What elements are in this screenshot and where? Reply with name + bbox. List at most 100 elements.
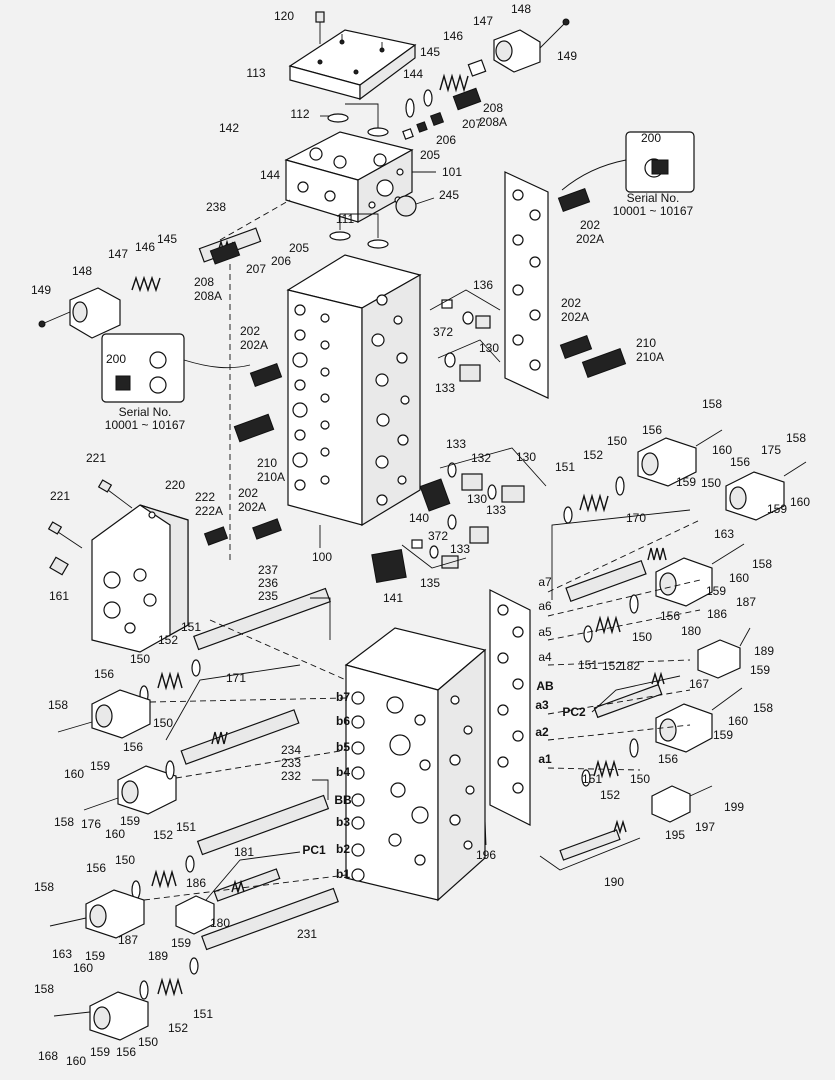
part-label-207b: 207 bbox=[246, 262, 266, 276]
part-label-152e: 152 bbox=[153, 828, 173, 842]
part-label-160f: 160 bbox=[105, 827, 125, 841]
part-label-149a: 149 bbox=[557, 49, 577, 63]
part-label-156f: 156 bbox=[658, 752, 678, 766]
part-label-b7: b7 bbox=[336, 690, 350, 704]
part-label-159i: 159 bbox=[85, 949, 105, 963]
part-label-149b: 149 bbox=[31, 283, 51, 297]
spring-152-right-1 bbox=[563, 476, 625, 524]
part-label-202c: 202 bbox=[240, 324, 260, 338]
part-label-190: 190 bbox=[604, 875, 624, 889]
part-label-200a: 200 bbox=[641, 131, 661, 145]
part-label-206b: 206 bbox=[271, 254, 291, 268]
part-label-208Aa: 208A bbox=[479, 115, 507, 129]
part-label-148a: 148 bbox=[511, 2, 531, 16]
plug-cluster-133-135 bbox=[401, 514, 489, 569]
spool-171 bbox=[165, 664, 301, 765]
part-label-156e: 156 bbox=[123, 740, 143, 754]
part-label-220: 220 bbox=[165, 478, 185, 492]
spring-152-left-3 bbox=[139, 957, 199, 1000]
part-label-a6: a6 bbox=[538, 599, 552, 613]
part-label-180a: 180 bbox=[681, 624, 701, 638]
part-label-151c: 151 bbox=[578, 658, 598, 672]
part-label-156h: 156 bbox=[116, 1045, 136, 1059]
part-label-b5: b5 bbox=[336, 740, 350, 754]
spring-146-top bbox=[439, 73, 469, 93]
plug-141 bbox=[371, 549, 407, 583]
part-label-133c: 133 bbox=[486, 503, 506, 517]
part-label-112: 112 bbox=[290, 107, 309, 121]
part-label-150b: 150 bbox=[701, 476, 721, 490]
part-label-150e: 150 bbox=[153, 716, 173, 730]
part-label-207a: 207 bbox=[462, 117, 482, 131]
part-label-b3: b3 bbox=[336, 815, 350, 829]
part-label-160g: 160 bbox=[73, 961, 93, 975]
part-label-181: 181 bbox=[234, 845, 254, 859]
spool-170 bbox=[551, 509, 691, 603]
spool-182 bbox=[591, 671, 681, 719]
part-label-233: 233 bbox=[281, 756, 301, 770]
part-label-130c: 130 bbox=[467, 492, 487, 506]
o-rings-112 bbox=[320, 103, 389, 137]
part-label-158f: 158 bbox=[54, 815, 74, 829]
plug-222 bbox=[203, 526, 229, 546]
part-label-serial2: Serial No. bbox=[119, 405, 172, 419]
part-label-serial1r: 10001 ~ 10167 bbox=[613, 204, 694, 218]
part-label-234: 234 bbox=[281, 743, 301, 757]
part-label-b2: b2 bbox=[336, 842, 350, 856]
part-label-171: 171 bbox=[226, 671, 246, 685]
part-label-163b: 163 bbox=[52, 947, 72, 961]
part-label-100: 100 bbox=[312, 550, 332, 564]
spring-146-left bbox=[131, 275, 161, 293]
part-label-152f: 152 bbox=[168, 1021, 188, 1035]
part-label-208b: 208 bbox=[194, 275, 214, 289]
part-label-142: 142 bbox=[219, 121, 239, 135]
cover-plate-113 bbox=[288, 29, 417, 101]
part-label-205b: 205 bbox=[289, 241, 309, 255]
part-label-a3: a3 bbox=[535, 698, 549, 712]
center-lines-right bbox=[547, 519, 701, 771]
inset-detail-200-top bbox=[561, 131, 695, 193]
spring-152-left-1 bbox=[139, 659, 201, 705]
part-label-151f: 151 bbox=[193, 1007, 213, 1021]
part-label-152d: 152 bbox=[600, 788, 620, 802]
part-label-159c: 159 bbox=[706, 584, 726, 598]
part-label-a7: a7 bbox=[538, 575, 552, 589]
part-label-159e: 159 bbox=[713, 728, 733, 742]
part-label-158h: 158 bbox=[34, 982, 54, 996]
block-ports bbox=[292, 294, 410, 506]
part-label-PC1: PC1 bbox=[302, 843, 326, 857]
cap-186-left bbox=[175, 895, 215, 935]
part-label-158b: 158 bbox=[786, 431, 806, 445]
part-label-140: 140 bbox=[409, 511, 429, 525]
part-label-199: 199 bbox=[724, 800, 744, 814]
part-label-221b: 221 bbox=[50, 489, 70, 503]
spring-152-left-2 bbox=[131, 855, 195, 900]
part-label-235: 235 bbox=[258, 589, 278, 603]
part-label-202b: 202 bbox=[561, 296, 581, 310]
part-label-158a: 158 bbox=[702, 397, 722, 411]
spool-235 bbox=[193, 587, 331, 651]
part-label-160h: 160 bbox=[66, 1054, 86, 1068]
part-label-151b: 151 bbox=[181, 620, 201, 634]
spool-181 bbox=[205, 851, 301, 902]
end-cap-156-right-3 bbox=[655, 543, 745, 607]
plug-208-top bbox=[452, 87, 482, 111]
part-label-159h: 159 bbox=[171, 936, 191, 950]
part-label-101: 101 bbox=[442, 165, 462, 179]
inset-detail-200-left bbox=[101, 333, 251, 403]
part-label-b4: b4 bbox=[336, 765, 350, 779]
bolts-221 bbox=[47, 479, 133, 549]
part-label-152c: 152 bbox=[602, 659, 622, 673]
plug-208-left bbox=[209, 241, 241, 265]
end-cap-148-top bbox=[493, 18, 570, 73]
part-label-156b: 156 bbox=[730, 455, 750, 469]
part-label-186a: 186 bbox=[707, 607, 727, 621]
part-label-144a: 144 bbox=[403, 67, 423, 81]
lower-main-block bbox=[344, 627, 487, 902]
part-label-197: 197 bbox=[695, 820, 715, 834]
end-cap-156-right-1 bbox=[637, 429, 723, 487]
gasket-upper bbox=[504, 171, 549, 399]
part-label-a5: a5 bbox=[538, 625, 552, 639]
part-label-372b: 372 bbox=[428, 529, 448, 543]
part-label-150d: 150 bbox=[130, 652, 150, 666]
